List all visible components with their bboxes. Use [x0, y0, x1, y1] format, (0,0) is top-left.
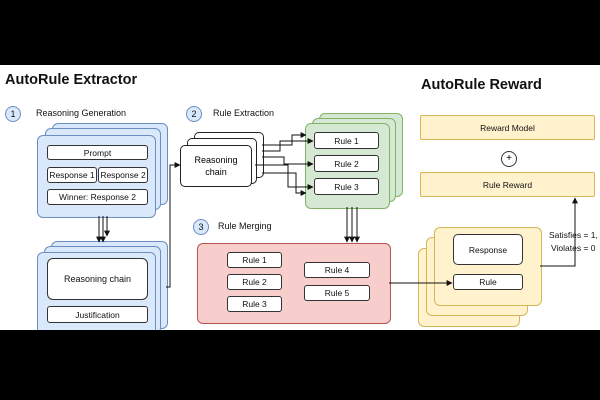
- merged-rule-4: Rule 4: [304, 262, 370, 278]
- reasoning-chain-box: Reasoning chain: [47, 258, 148, 300]
- arrow-to-rule-reward: [540, 197, 578, 267]
- extracted-rule-2: Rule 2: [314, 155, 379, 172]
- merged-rule-3: Rule 3: [227, 296, 282, 312]
- arrow-extract-rule-2: [262, 156, 314, 167]
- prompt-box: Prompt: [47, 145, 148, 160]
- arrow-reasoning-to-extraction: [166, 162, 181, 288]
- reward-model-box: Reward Model: [420, 115, 595, 140]
- arrow-extract-rule-4: [262, 132, 307, 146]
- extractor-title: AutoRule Extractor: [5, 72, 138, 88]
- rule-reward-box: Rule Reward: [420, 172, 595, 197]
- extracted-rule-1: Rule 1: [314, 132, 379, 149]
- extraction-input-card: Reasoning chain: [180, 145, 252, 187]
- response-1-box: Response 1: [47, 167, 97, 183]
- violates-label: Violates = 0: [551, 243, 596, 253]
- plus-icon: +: [501, 151, 517, 167]
- winner-box: Winner: Response 2: [47, 189, 148, 205]
- rule-box: Rule: [453, 274, 523, 290]
- step-2-badge: 2: [186, 106, 202, 122]
- step-1-badge: 1: [5, 106, 21, 122]
- step-2-label: Rule Extraction: [213, 108, 275, 118]
- merged-rule-5: Rule 5: [304, 285, 370, 301]
- arrow-extract-rule-1: [262, 138, 314, 152]
- step-3-badge: 3: [193, 219, 209, 235]
- satisfies-label: Satisfies = 1,: [549, 230, 598, 240]
- merged-rule-1: Rule 1: [227, 252, 282, 268]
- merged-rule-2: Rule 2: [227, 274, 282, 290]
- step-3-label: Rule Merging: [218, 221, 272, 231]
- reward-title: AutoRule Reward: [421, 77, 542, 93]
- diagram-panel: AutoRule Extractor AutoRule Reward 1 Rea…: [0, 65, 600, 330]
- arrow-extract-rule-3: [255, 164, 314, 190]
- extracted-rule-3: Rule 3: [314, 178, 379, 195]
- arrow-extract-rule-5: [262, 172, 307, 196]
- response-2-box: Response 2: [98, 167, 148, 183]
- justification-box: Justification: [47, 306, 148, 323]
- step-1-label: Reasoning Generation: [36, 108, 127, 118]
- extraction-input-label: Reasoning chain: [194, 155, 238, 177]
- response-box: Response: [453, 234, 523, 265]
- connector-lines: [96, 132, 578, 288]
